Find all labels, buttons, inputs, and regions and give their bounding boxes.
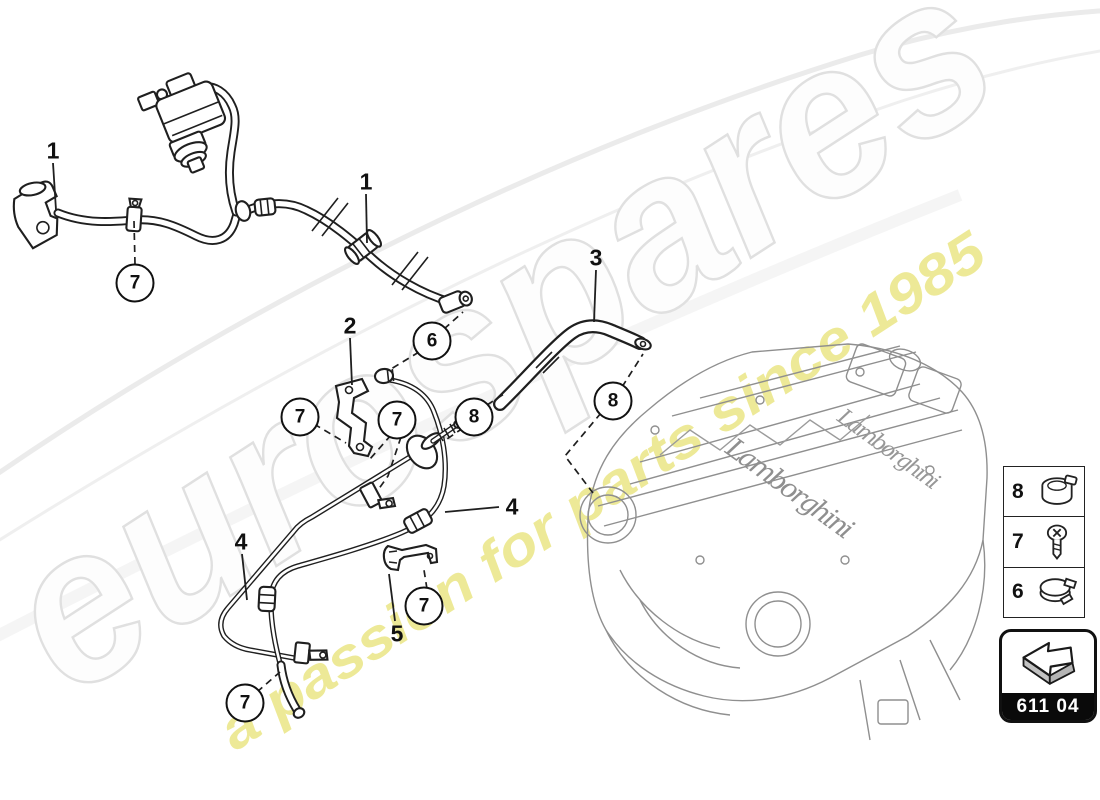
callout-circle-7d[interactable]: 7 xyxy=(404,586,444,626)
legend-number: 6 xyxy=(1012,580,1024,604)
callout-circle-6[interactable]: 6 xyxy=(412,321,452,361)
bottom-clamp-bracket xyxy=(293,641,329,665)
pipe-clamp xyxy=(359,481,397,510)
vacuum-hose-3 xyxy=(493,319,652,411)
legend-icon-holder xyxy=(1034,523,1080,561)
part-label-3: 3 xyxy=(589,244,603,271)
callout-circle-8b[interactable]: 8 xyxy=(593,381,633,421)
codebox-arrow xyxy=(1002,632,1094,693)
check-valve xyxy=(405,419,463,470)
callout-circle-7c[interactable]: 7 xyxy=(377,400,417,440)
vacuum-pipe-4 xyxy=(218,367,463,719)
part-group-code: 611 04 xyxy=(1002,693,1094,720)
legend-row-6[interactable]: 6 xyxy=(1004,568,1084,617)
hose-clamp-icon xyxy=(1041,474,1078,505)
hardware-legend-panel: 8 7 6 xyxy=(1003,466,1085,618)
solenoid-valve xyxy=(137,72,227,174)
bracket-2 xyxy=(334,377,374,458)
legend-number: 8 xyxy=(1012,479,1024,503)
callout-circle-7b[interactable]: 7 xyxy=(280,397,320,437)
dashed-leader-lines xyxy=(133,220,644,693)
solid-leader-lines xyxy=(52,162,597,622)
legend-row-8[interactable]: 8 xyxy=(1004,467,1084,518)
part-label-4b: 4 xyxy=(234,528,248,555)
hose-coupler-2 xyxy=(344,229,382,265)
part-label-2: 2 xyxy=(343,312,357,339)
pipe-coupler-2 xyxy=(257,585,277,613)
bracket-5 xyxy=(382,543,439,572)
part-label-1b: 1 xyxy=(359,168,373,195)
callout-circle-8a[interactable]: 8 xyxy=(454,397,494,437)
spring-clamp-icon xyxy=(1039,577,1078,606)
part-label-1a: 1 xyxy=(46,137,60,164)
part-label-5: 5 xyxy=(390,620,404,647)
arrow-icon xyxy=(1022,641,1076,685)
elbow-connector xyxy=(12,180,59,250)
hose-end-fitting xyxy=(438,290,473,314)
legend-row-7[interactable]: 7 xyxy=(1004,517,1084,568)
vacuum-hose-1 xyxy=(12,72,473,314)
pipe-top-fitting xyxy=(373,367,395,385)
callout-circle-7e[interactable]: 7 xyxy=(225,683,265,723)
legend-number: 7 xyxy=(1012,529,1024,553)
hose-coupler-1 xyxy=(253,197,277,217)
legend-icon-holder xyxy=(1034,473,1080,511)
hose-clamp-1 xyxy=(125,197,143,233)
part-label-4a: 4 xyxy=(505,493,519,520)
callout-circle-7a[interactable]: 7 xyxy=(115,263,155,303)
part-group-code-box[interactable]: 611 04 xyxy=(999,629,1097,723)
screw-icon xyxy=(1046,524,1068,560)
legend-icon-holder xyxy=(1034,573,1080,611)
pipe-coupler-1 xyxy=(403,508,433,534)
